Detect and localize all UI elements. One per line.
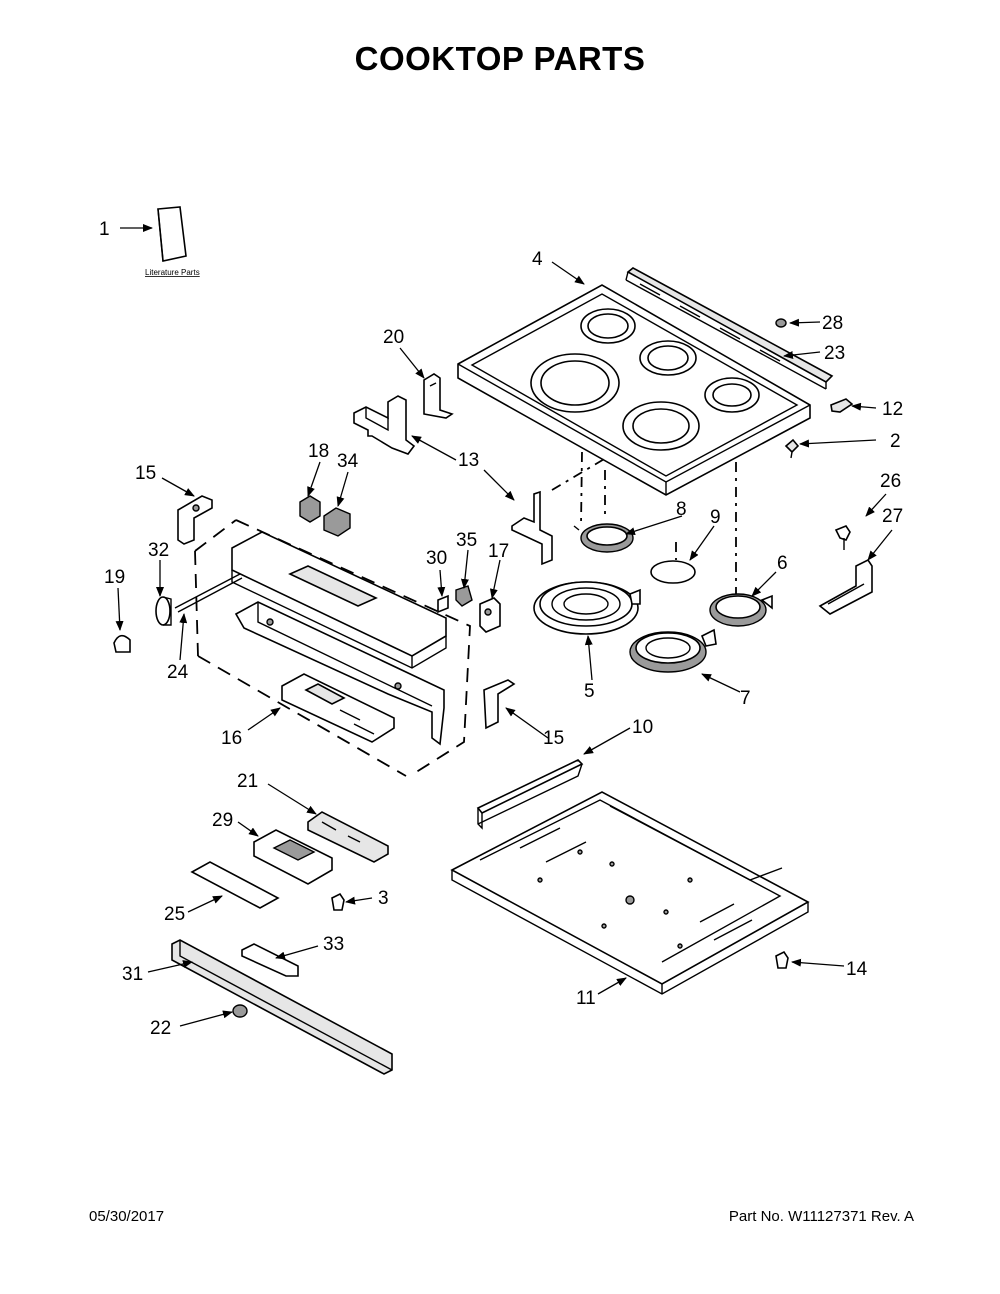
knob-cap — [113, 634, 131, 653]
callout-24: 24 — [167, 662, 189, 683]
control-console-housing — [231, 531, 447, 669]
board-21 — [307, 811, 389, 863]
callout-17: 17 — [488, 541, 509, 562]
callout-35: 35 — [456, 530, 477, 551]
callout-labels: 1 4 28 23 12 2 20 13 18 34 15 32 19 24 3… — [99, 219, 903, 1039]
rear-trim — [625, 267, 834, 390]
callout-19: 19 — [104, 567, 125, 588]
bracket-upper — [423, 373, 454, 419]
literature-label: Literature Parts — [145, 268, 200, 277]
switch-17 — [479, 597, 501, 633]
callout-20: 20 — [383, 327, 404, 348]
callout-31: 31 — [122, 964, 143, 985]
knob — [155, 596, 172, 626]
clip — [830, 398, 854, 413]
element-9 — [650, 560, 696, 584]
callout-18: 18 — [308, 441, 329, 462]
callout-25: 25 — [164, 904, 185, 925]
callout-13: 13 — [458, 450, 479, 471]
relay — [299, 495, 321, 523]
callout-4: 4 — [532, 249, 543, 270]
bracket-27 — [818, 558, 873, 615]
fuse-30 — [437, 594, 449, 614]
bracket-15-lower — [483, 679, 516, 730]
callout-5: 5 — [584, 681, 595, 702]
callout-15-upper: 15 — [135, 463, 156, 484]
rubber-bumper — [775, 318, 787, 328]
callout-8: 8 — [676, 499, 687, 520]
callout-1: 1 — [99, 219, 110, 240]
screw-small — [784, 438, 800, 459]
switch-35 — [455, 585, 473, 607]
shaft — [174, 573, 243, 613]
callout-14: 14 — [846, 959, 868, 980]
callout-32: 32 — [148, 540, 169, 561]
leader-lines — [115, 224, 893, 1027]
callout-15-lower: 15 — [543, 728, 564, 749]
callout-10: 10 — [632, 717, 653, 738]
callout-30: 30 — [426, 548, 447, 569]
footer-part-number: Part No. W11127371 Rev. A — [728, 1208, 914, 1225]
bracket-right — [511, 490, 553, 566]
heat-shield — [476, 759, 584, 830]
callout-6: 6 — [777, 553, 788, 574]
callout-16: 16 — [221, 728, 242, 749]
callout-28: 28 — [822, 313, 843, 334]
element-6 — [709, 593, 773, 627]
element-large-5 — [533, 581, 641, 635]
callout-27: 27 — [882, 506, 903, 527]
cooktop-glass — [457, 284, 811, 496]
switch-34 — [323, 507, 351, 537]
callout-26: 26 — [880, 471, 901, 492]
bracket-15-upper — [177, 495, 213, 545]
screw-26 — [834, 525, 851, 550]
callout-22: 22 — [150, 1018, 171, 1039]
callout-21: 21 — [237, 771, 258, 792]
insulation-25 — [190, 861, 280, 909]
burner-box — [450, 791, 810, 995]
screw-14 — [775, 950, 789, 969]
footer-date: 05/30/2017 — [89, 1208, 165, 1225]
page-title: COOKTOP PARTS — [354, 40, 646, 77]
element-7 — [629, 628, 717, 673]
bracket-left — [353, 395, 416, 455]
alignment-lines — [551, 451, 737, 600]
screw-3 — [331, 892, 345, 911]
callout-9: 9 — [710, 507, 721, 528]
callout-3: 3 — [378, 888, 389, 909]
callout-11: 11 — [576, 988, 596, 1009]
bumper-22 — [232, 1004, 248, 1018]
element-small-8 — [573, 523, 634, 553]
switch-board-29 — [253, 829, 333, 885]
literature-parts: Literature Parts — [145, 206, 200, 277]
callout-12: 12 — [882, 399, 903, 420]
console-frame — [234, 601, 445, 746]
callout-23: 23 — [824, 343, 845, 364]
control-board — [281, 673, 395, 743]
console-dashed-outline — [194, 519, 471, 777]
callout-29: 29 — [212, 810, 233, 831]
callout-2: 2 — [890, 431, 901, 452]
callout-7: 7 — [740, 688, 751, 709]
trim-31 — [171, 939, 393, 1075]
callout-33: 33 — [323, 934, 344, 955]
bracket-33 — [241, 943, 299, 977]
callout-34: 34 — [337, 451, 359, 472]
